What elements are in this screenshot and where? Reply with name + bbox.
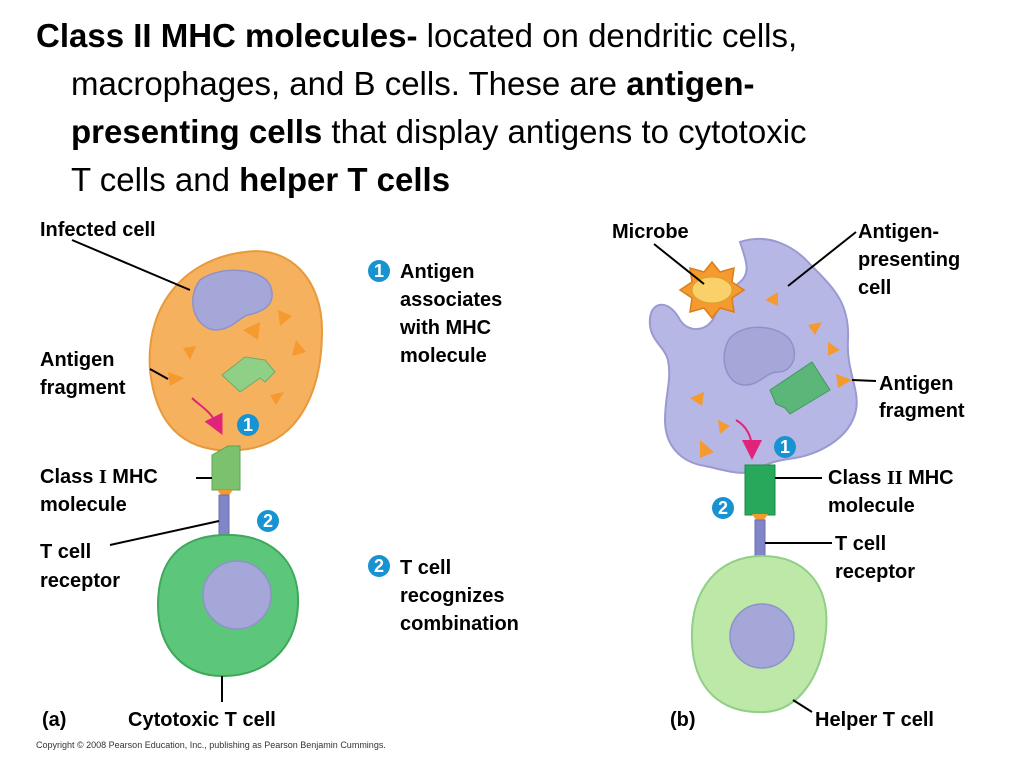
label-molecule-left: molecule	[40, 494, 127, 516]
step-2-marker-right-number: 2	[718, 498, 728, 518]
label-antigen-fragment-left-1: Antigen	[40, 349, 114, 371]
label-tcell-receptor-left-2: receptor	[40, 570, 120, 592]
antigen-triangles-right	[690, 292, 852, 458]
step-1-line-2: associates	[400, 289, 502, 311]
label-molecule-right: molecule	[828, 495, 915, 517]
leader-lines-right	[653, 231, 877, 713]
label-class-i-mhc: Class I MHC	[40, 466, 158, 488]
label-class-ii-prefix: Class	[828, 467, 887, 489]
antigen-fragment-left	[221, 356, 276, 393]
heading-text-2: macrophages, and B cells. These are	[71, 65, 627, 102]
infected-cell-nucleus	[192, 269, 273, 331]
step-2-line-1: T cell	[400, 557, 451, 579]
heading: Class II MHC molecules- located on dendr…	[36, 12, 996, 204]
label-panel-a: (a)	[42, 709, 66, 731]
step-2-marker-right: 2	[712, 497, 734, 519]
pink-arrow-right	[735, 419, 762, 460]
label-class-ii-suffix: MHC	[903, 467, 954, 489]
label-infected-cell: Infected cell	[40, 219, 156, 241]
heading-bold-2: antigen-	[626, 65, 755, 102]
step-1-line-1: Antigen	[400, 261, 474, 283]
label-apc-3: cell	[858, 277, 891, 299]
pink-arrow-left	[191, 397, 223, 435]
label-apc-2: presenting	[858, 249, 960, 271]
step-2-line-3: combination	[400, 613, 519, 635]
antigen-triangles-left	[168, 310, 306, 405]
heading-line-1: Class II MHC molecules- located on dendr…	[36, 12, 996, 60]
label-antigen-fragment-right-2: fragment	[879, 400, 965, 422]
step-1-marker-middle: 1	[368, 260, 390, 282]
label-tcell-receptor-right-2: receptor	[835, 561, 915, 583]
step-1-marker-left: 1	[237, 414, 259, 436]
heading-text-4: T cells and	[71, 161, 240, 198]
microbe	[678, 260, 746, 320]
heading-bold-4: helper T cells	[239, 161, 451, 198]
label-panel-b: (b)	[670, 709, 696, 731]
antigen-fragment-right	[769, 361, 831, 415]
label-class-i-roman: I	[99, 466, 107, 488]
label-apc-1: Antigen-	[858, 221, 939, 243]
heading-text-1: located on dendritic cells,	[417, 17, 798, 54]
heading-line-2: macrophages, and B cells. These are anti…	[36, 60, 996, 108]
copyright: Copyright © 2008 Pearson Education, Inc.…	[36, 740, 386, 750]
tcell-receptor-right	[754, 519, 766, 559]
step-2-marker-middle-number: 2	[374, 556, 384, 576]
mhc-class-ii-molecule	[744, 464, 776, 516]
step-1-line-3: with MHC	[399, 317, 491, 339]
label-microbe: Microbe	[612, 221, 689, 243]
left-panel: 1 2 Infected cell Antigen fragment Class…	[40, 219, 324, 731]
label-helper-tcell: Helper T cell	[815, 709, 934, 731]
heading-bold-3: presenting cells	[71, 113, 323, 150]
helper-tcell-nucleus	[729, 603, 795, 669]
step-1-marker-left-number: 1	[243, 415, 253, 435]
heading-line-4: T cells and helper T cells	[36, 156, 996, 204]
step-2-line-2: recognizes	[400, 585, 504, 607]
label-tcell-receptor-right-1: T cell	[835, 533, 886, 555]
label-class-i-prefix: Class	[40, 466, 99, 488]
heading-text-3: that display antigens to cytotoxic	[322, 113, 807, 150]
apc-nucleus	[723, 326, 796, 386]
cytotoxic-tcell-nucleus	[202, 560, 272, 630]
label-antigen-fragment-left-2: fragment	[40, 377, 126, 399]
label-tcell-receptor-left-1: T cell	[40, 541, 91, 563]
right-panel: 1 2 Microbe Antigen- presenting cell Ant…	[612, 221, 965, 731]
mhc-class-i-molecule	[211, 445, 241, 491]
heading-line-3: presenting cells that display antigens t…	[36, 108, 996, 156]
heading-term: Class II MHC molecules-	[36, 17, 418, 54]
step-1-marker-right-number: 1	[780, 437, 790, 457]
label-class-i-suffix: MHC	[107, 466, 158, 488]
label-cytotoxic-tcell: Cytotoxic T cell	[128, 709, 276, 731]
label-antigen-fragment-right-1: Antigen	[879, 373, 953, 395]
step-2-marker-left-number: 2	[263, 511, 273, 531]
label-class-ii-mhc: Class II MHC	[828, 467, 954, 489]
label-class-ii-roman: II	[887, 467, 903, 489]
steps-middle: 1 Antigen associates with MHC molecule 2…	[368, 260, 519, 635]
step-1-marker-right: 1	[774, 436, 796, 458]
tcell-receptor-left	[218, 494, 230, 538]
leader-lines-left	[71, 239, 223, 702]
step-1-marker-middle-number: 1	[374, 261, 384, 281]
step-1-line-4: molecule	[400, 345, 487, 367]
step-2-marker-left: 2	[257, 510, 279, 532]
step-2-marker-middle: 2	[368, 555, 390, 577]
